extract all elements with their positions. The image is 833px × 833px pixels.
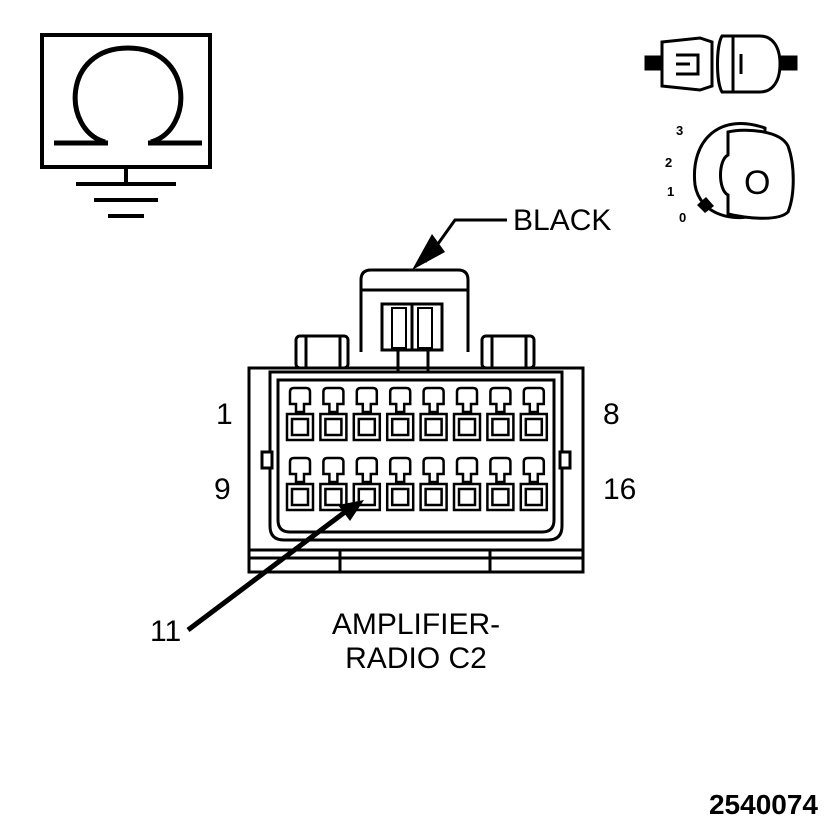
callout-arrowhead (338, 500, 364, 521)
pin-label-16: 16 (603, 473, 636, 506)
terminal-cavity-7 (486, 386, 515, 442)
terminal-cavity-9 (285, 456, 315, 512)
pin-label-9: 9 (214, 473, 231, 506)
terminal-cavity-10 (319, 456, 348, 512)
pin-label-1: 1 (216, 398, 233, 431)
terminal-cavity-13 (419, 456, 448, 512)
ignition-position-3: 3 (676, 123, 683, 138)
ohmmeter-ground-icon (40, 33, 212, 218)
callout-pin-label: 11 (150, 615, 181, 648)
wire-color-label: BLACK (513, 204, 611, 237)
figure-number: 2540074 (709, 789, 818, 820)
callout-leader-line (186, 510, 347, 632)
ignition-position-1: 1 (667, 184, 674, 199)
terminal-cavities (285, 386, 549, 512)
terminal-cavity-6 (452, 386, 482, 442)
pin-label-8: 8 (603, 398, 620, 431)
ignition-position-2: 2 (665, 155, 672, 170)
connector-body (247, 268, 585, 574)
connector-disconnected-icon (644, 34, 798, 94)
terminal-cavity-5 (419, 386, 448, 442)
terminal-cavity-1 (285, 386, 315, 442)
ignition-position-0: 0 (679, 210, 686, 225)
ignition-key-off-icon: 3 2 1 0 O (665, 122, 795, 225)
key-letter: O (744, 164, 770, 202)
color-arrowhead (412, 234, 445, 270)
terminal-cavity-8 (519, 386, 549, 442)
terminal-cavity-3 (352, 386, 382, 442)
terminal-cavity-4 (385, 386, 415, 442)
terminal-cavity-16 (519, 456, 549, 512)
terminal-cavity-11 (352, 456, 382, 512)
terminal-cavity-12 (385, 456, 415, 512)
terminal-cavity-2 (319, 386, 348, 442)
connector-title-line-2: RADIO C2 (345, 642, 487, 675)
terminal-cavity-15 (486, 456, 515, 512)
terminal-cavity-14 (452, 456, 482, 512)
connector-title-line-1: AMPLIFIER- (332, 608, 500, 641)
